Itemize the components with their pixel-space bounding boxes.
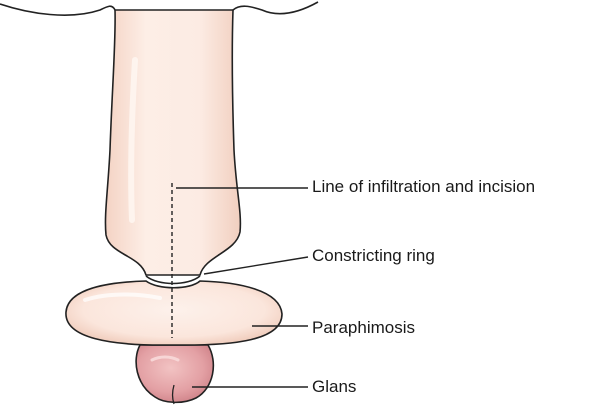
glans-shape: [136, 345, 213, 402]
label-glans: Glans: [312, 377, 356, 397]
penile-shaft: [105, 10, 240, 275]
label-constricting-ring: Constricting ring: [312, 246, 435, 266]
constricting-ring: [146, 276, 200, 284]
leader-ring: [204, 257, 308, 274]
label-paraphimosis: Paraphimosis: [312, 318, 415, 338]
label-incision-line: Line of infiltration and incision: [312, 177, 535, 197]
paraphimosis-swelling: [66, 281, 282, 345]
abdomen-outline-right: [233, 2, 318, 14]
abdomen-outline: [0, 4, 115, 15]
